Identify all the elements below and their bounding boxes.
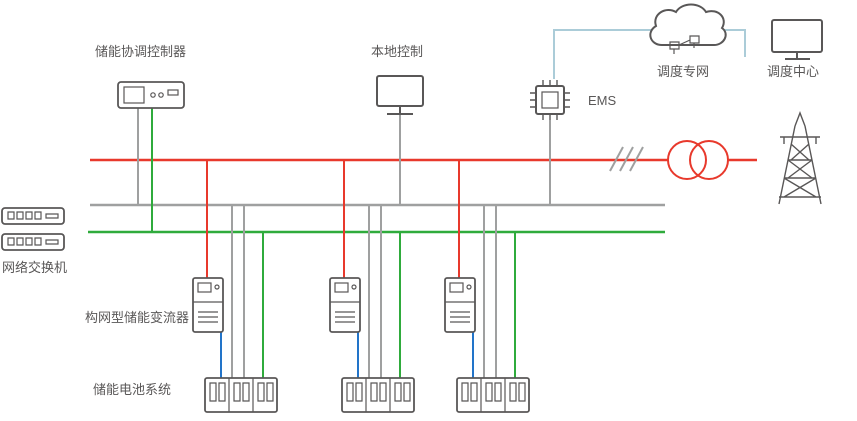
converter-label: 构网型储能变流器 — [85, 310, 189, 325]
ems-chip-pins — [530, 80, 570, 120]
local-control-monitor-icon — [376, 75, 424, 107]
battery-label: 储能电池系统 — [93, 382, 171, 397]
local-control-label: 本地控制 — [371, 44, 423, 59]
dispatch-center-monitor-stand — [785, 52, 810, 60]
converter-battery-cluster-1 — [192, 159, 278, 413]
network-switch-label: 网络交换机 — [2, 260, 67, 275]
controller-knob-b — [158, 92, 164, 98]
dispatch-uplink-line — [553, 29, 746, 79]
dispatch-center-label: 调度中心 — [767, 64, 819, 79]
transformer-icon-left-coil — [667, 140, 707, 180]
controller-knob-a — [150, 92, 156, 98]
coordinator-label: 储能协调控制器 — [95, 44, 186, 59]
dispatch-network-label: 调度专网 — [657, 64, 709, 79]
network-switch-ports-bottom — [7, 237, 59, 246]
cloud-node-icons — [669, 35, 700, 54]
network-switch-icon-bottom — [1, 233, 65, 251]
ems-label: EMS — [588, 93, 617, 108]
controller-screen — [123, 86, 145, 104]
transformer-icon-right-coil — [689, 140, 729, 180]
converter-battery-cluster-2 — [329, 159, 415, 413]
ems-chip-core — [541, 91, 559, 109]
local-control-monitor-stand — [387, 106, 413, 115]
controller-slot — [167, 89, 179, 96]
ems-chip-icon — [535, 85, 565, 115]
converter-battery-cluster-3 — [444, 159, 530, 413]
triple-slash-icon — [609, 146, 644, 172]
network-switch-ports-top — [7, 211, 59, 220]
transmission-tower-icon — [778, 111, 822, 205]
dispatch-center-monitor-icon — [771, 19, 823, 53]
network-switch-icon-top — [1, 207, 65, 225]
cloud-icon — [649, 3, 727, 46]
